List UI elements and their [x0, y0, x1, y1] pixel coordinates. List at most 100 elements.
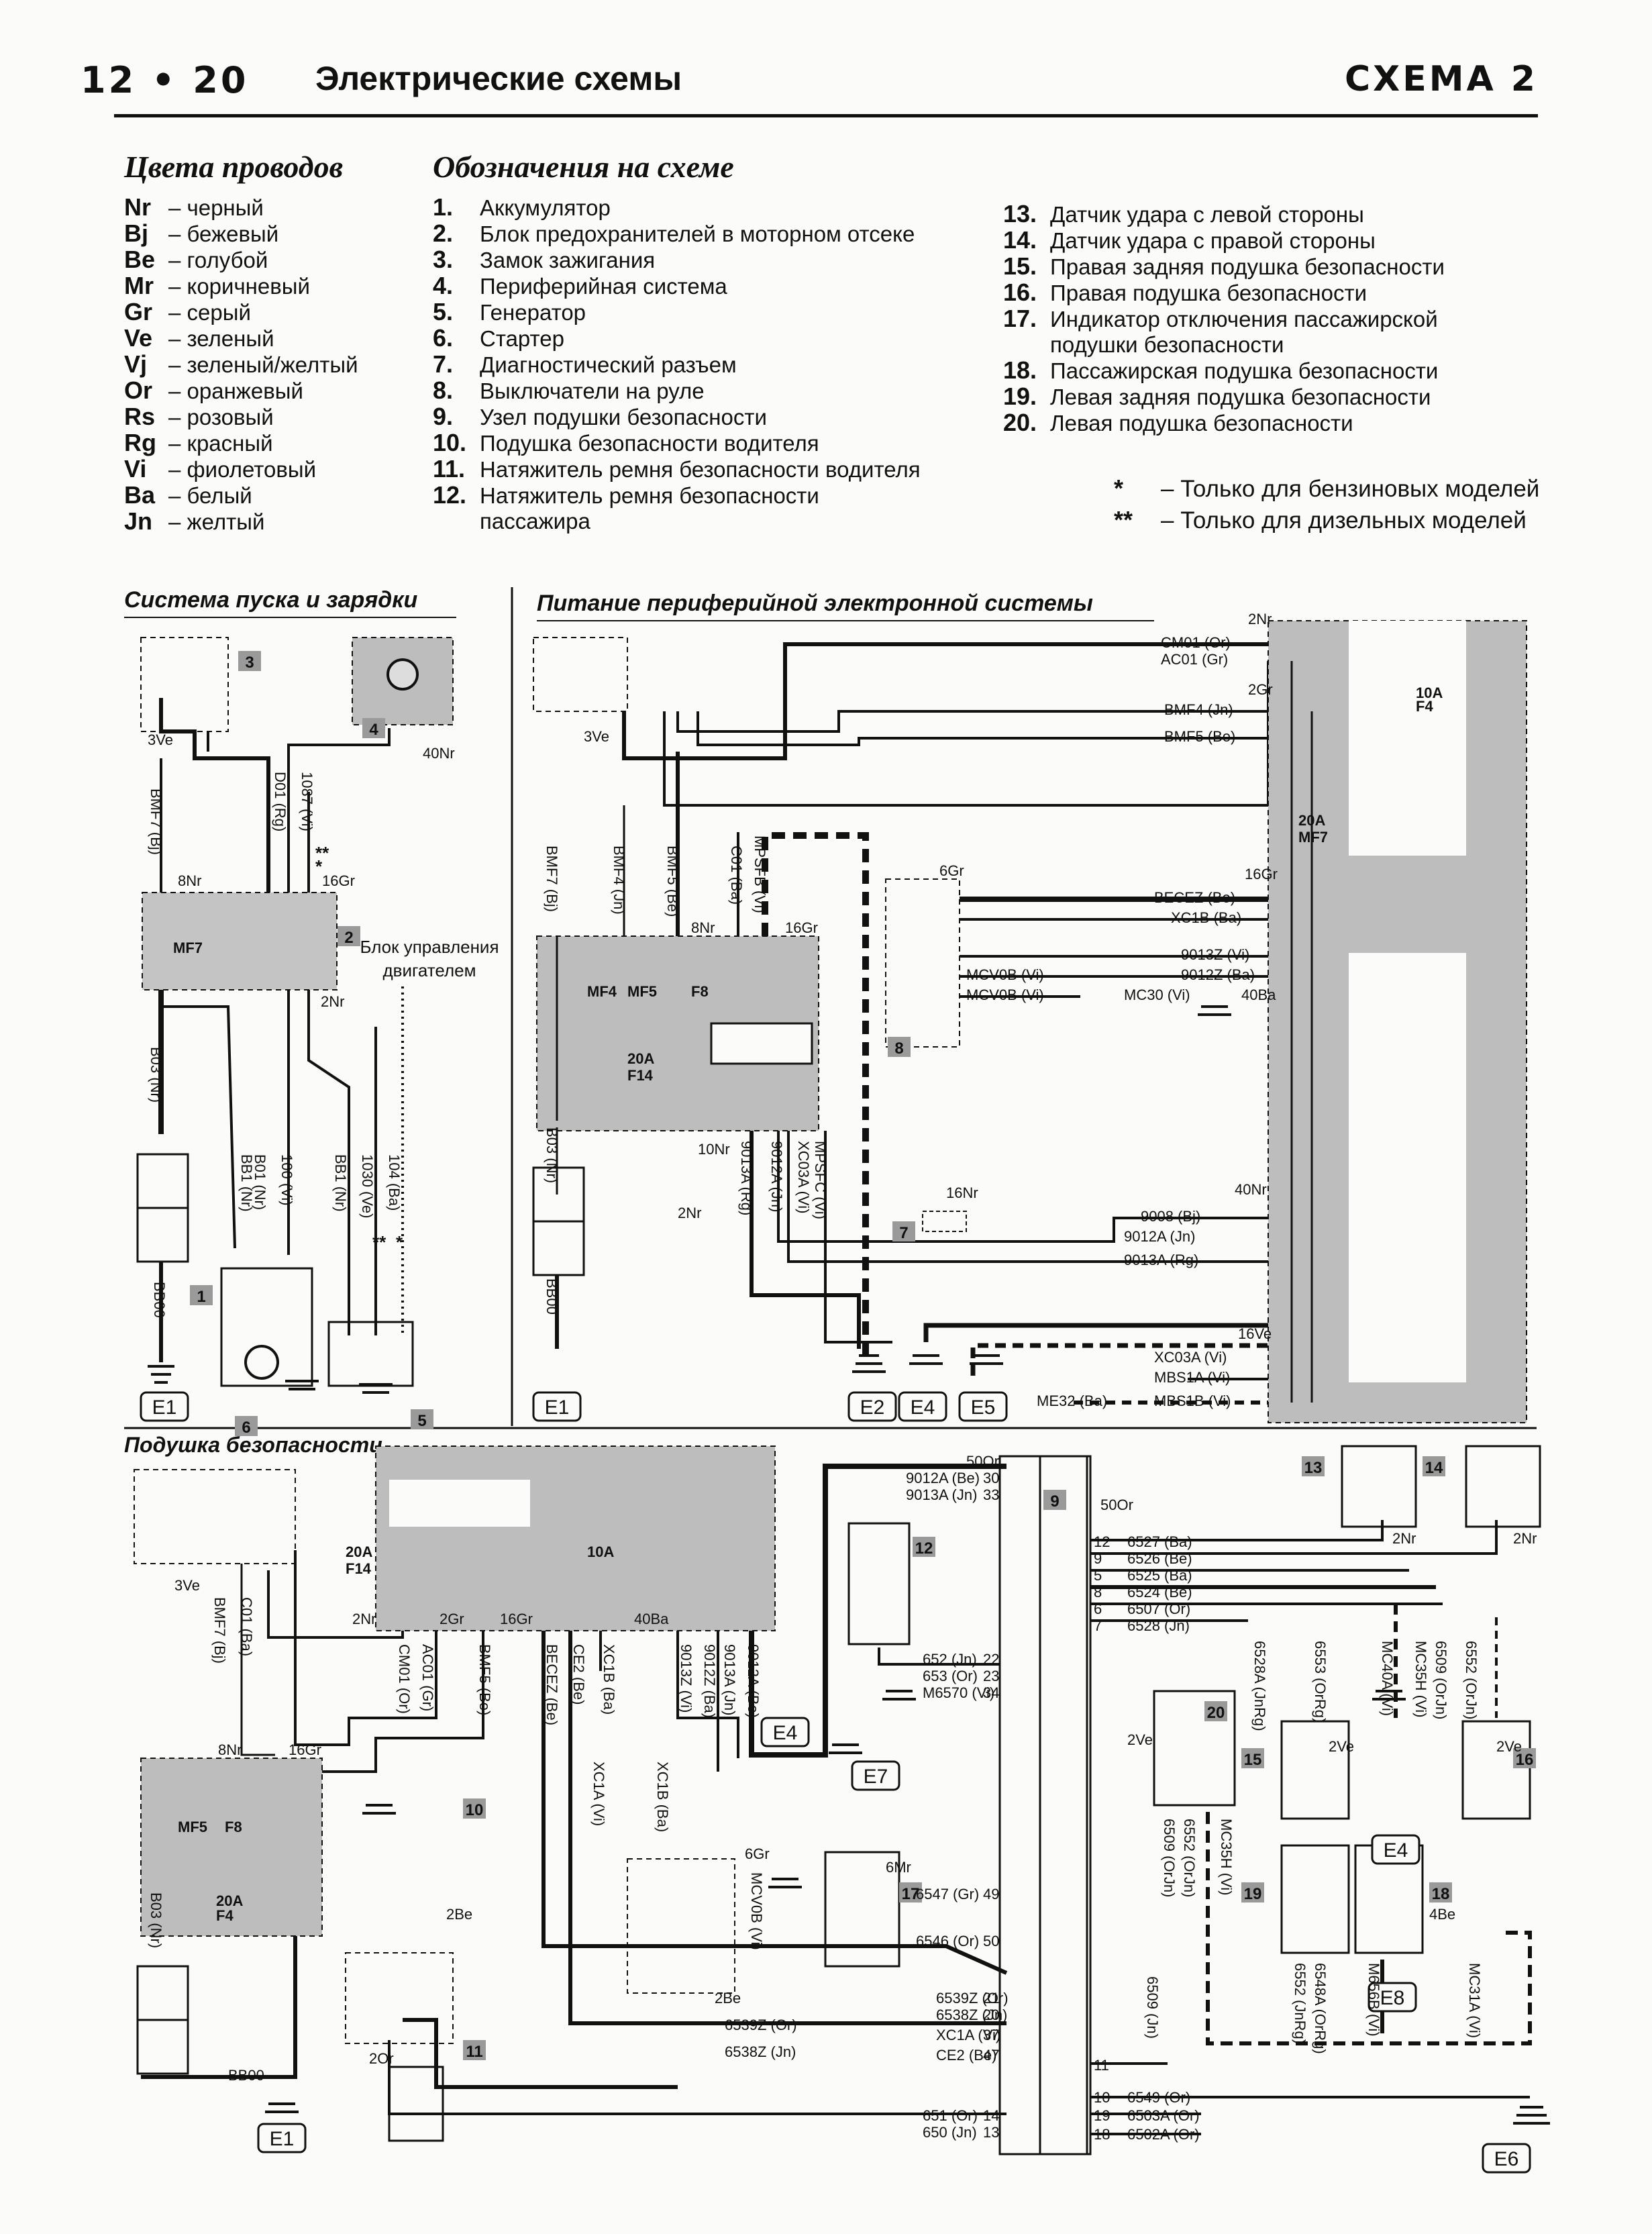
wire-label: 6538Z (Jn): [936, 2007, 1007, 2023]
wire-color-item-text: – оранжевый: [168, 378, 303, 403]
component-9-label: 9: [1050, 1492, 1059, 1511]
component-10-label: 10: [466, 1801, 484, 1819]
wire-label: 2Be: [446, 1906, 472, 1923]
wire-color-item-key: Or: [124, 376, 153, 404]
fuse-label: F14: [627, 1067, 654, 1084]
connector-label: ME32 (Ba): [1037, 1392, 1107, 1409]
legend-item: 7.Диагностический разъем: [433, 352, 921, 378]
component-4-box: [362, 718, 385, 738]
component-3-box: [238, 651, 261, 671]
wire-label: B03 (Nr): [544, 1127, 560, 1183]
component-15-label: 15: [1244, 1751, 1262, 1769]
wire-label: MC31A (Vi): [1466, 1963, 1483, 2038]
wire-label: 2Nr: [1513, 1530, 1537, 1547]
legend-item-key: 3.: [433, 246, 454, 273]
pin-label: 3Ve: [584, 728, 609, 745]
fuse-label: MF7: [1298, 829, 1328, 846]
ground-E1-frame: [532, 1391, 582, 1422]
wire-label: 2Nr: [352, 1611, 376, 1627]
ground-E1-frame: [257, 2123, 307, 2153]
legend-item: 4.Периферийная система: [433, 273, 921, 299]
legend-item-key: 9.: [433, 403, 454, 430]
wire-label: BB1 (Nr): [332, 1154, 349, 1212]
wire-label: BECEZ (Be): [544, 1644, 560, 1725]
wire-label: 6Mr: [886, 1859, 911, 1876]
ecu-pin: 33: [983, 1486, 999, 1503]
component-14-box: [1423, 1456, 1445, 1476]
wire-label: 2Be: [715, 1990, 741, 2007]
wire-color-item: Jn– желтый: [124, 509, 358, 535]
wire-color-item: Ba– белый: [124, 483, 358, 509]
ground-E4-frame: [898, 1391, 947, 1422]
wire-label: 6524 (Be): [1127, 1584, 1192, 1601]
legend-item: 17.Индикатор отключения пассажирской: [1003, 306, 1445, 332]
wire-label: 6539Z (Or): [725, 2017, 797, 2033]
legend-item-text: Выключатели на руле: [480, 378, 705, 403]
legend-item: 6.Стартер: [433, 325, 921, 352]
wire-color-item-key: Be: [124, 246, 156, 273]
page-number: 12 • 20: [81, 59, 249, 101]
wire-color-item-text: – фиолетовый: [168, 457, 317, 482]
wire-color-item: Ve– зеленый: [124, 325, 358, 352]
wire-label: M656B (Vi): [1365, 1963, 1382, 2037]
wire-label: 653 (Or): [923, 1668, 978, 1684]
ecu-pin: 13: [983, 2124, 999, 2141]
wire-label: AC01 (Gr): [419, 1644, 436, 1711]
ground-E6-frame: [1482, 2143, 1531, 2174]
wire-label: 1030 (Ve): [359, 1154, 376, 1218]
wire-label: 6528A (JnRg): [1251, 1641, 1268, 1731]
legend-item-text: Датчик удара с левой стороны: [1050, 202, 1364, 227]
ecu-pin: 10: [1094, 2089, 1110, 2106]
component-13-box: [1302, 1456, 1325, 1476]
ecu-pin: 21: [983, 1990, 999, 2007]
wire-label: 6527 (Ba): [1127, 1533, 1192, 1550]
wire-label: MC35H (Vi): [1218, 1819, 1235, 1896]
legend-item-key: 19.: [1003, 383, 1037, 410]
fuse-label: MF4: [587, 983, 617, 1000]
wire-color-item-key: Ve: [124, 324, 153, 352]
pin-label: 2Nr: [321, 993, 344, 1010]
legend-item-text: Правая задняя подушка безопасности: [1050, 254, 1445, 279]
wire-label: BMF4 (Jn): [611, 846, 627, 915]
connector-label: MBS1A (Vi): [1154, 1369, 1230, 1386]
legend-item: 10.Подушка безопасности водителя: [433, 430, 921, 456]
ecu-pin: 6: [1094, 1601, 1102, 1617]
component-18-label: 18: [1432, 1885, 1450, 1903]
fuse-label: F14: [346, 1560, 372, 1577]
wire-color-item: Vi – фиолетовый: [124, 456, 358, 483]
wire-color-item: Or – оранжевый: [124, 378, 358, 404]
wire-color-item: Rg– красный: [124, 430, 358, 456]
legend-item-text: Датчик удара с правой стороны: [1050, 228, 1376, 253]
legend-item: 20.Левая подушка безопасности: [1003, 410, 1445, 436]
wire-label: 16Gr: [289, 1741, 321, 1758]
wire-color-item-key: Gr: [124, 298, 153, 325]
wire-label: D01 (Rg): [272, 772, 289, 831]
wire-color-item: Vj– зеленый/желтый: [124, 352, 358, 378]
wire-label: 9012Z (Ba): [701, 1644, 718, 1718]
ground-E4: E4: [1384, 1839, 1408, 1862]
wire-color-item-key: Vi: [124, 455, 147, 483]
pin-label: 8Nr: [691, 919, 715, 936]
wire-label: XC1B (Ba): [654, 1762, 671, 1832]
connector-label: BMF4 (Jn): [1164, 701, 1233, 718]
ground-E8-frame: [1367, 1982, 1417, 2013]
component-1-label: 1: [197, 1288, 205, 1306]
fuse-label: 20A: [346, 1543, 372, 1560]
wire-label: 50Or: [1100, 1496, 1133, 1513]
ground-E4-frame: [760, 1717, 810, 1747]
wire-label: 9013A (Jn): [721, 1644, 738, 1715]
legend-item-key: 14.: [1003, 226, 1037, 254]
wire-label: 6509 (OrJn): [1433, 1641, 1449, 1719]
component-13-label: 13: [1304, 1459, 1323, 1477]
wire-label: 6553 (OrRg): [1312, 1641, 1329, 1723]
component-3-label: 3: [245, 654, 254, 672]
legend-item-text: Индикатор отключения пассажирской: [1050, 307, 1438, 332]
component-17-box: [899, 1882, 922, 1902]
component-11-box: [463, 2040, 486, 2060]
wire-color-item-text: – желтый: [168, 509, 265, 534]
legend-item: 19.Левая задняя подушка безопасности: [1003, 384, 1445, 410]
ecu-pin: 47: [983, 2047, 999, 2064]
wire-label: 650 (Jn): [923, 2124, 977, 2141]
legend-item: 13.Датчик удара с левой стороны: [1003, 201, 1445, 227]
legend-item-key: 10.: [433, 429, 467, 456]
